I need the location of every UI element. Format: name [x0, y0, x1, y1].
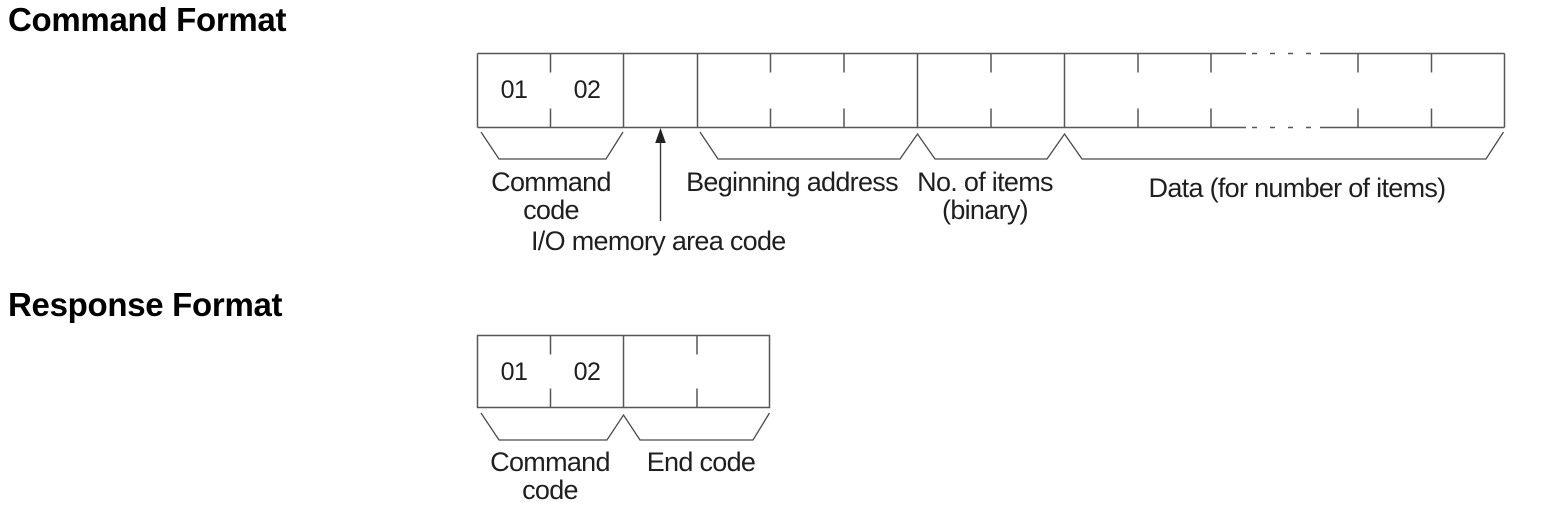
io-memory-arrow	[655, 128, 666, 221]
command-byte2-value: 02	[573, 76, 601, 104]
response-byte-box	[476, 334, 771, 409]
response-command-code-label: Command code	[490, 447, 610, 505]
command-byte-box	[476, 52, 1506, 129]
end-code-label: End code	[646, 447, 756, 477]
response-field-braces	[480, 412, 771, 441]
nibble-ticks	[549, 53, 1433, 128]
command-code-label: Command code	[491, 167, 611, 225]
command-field-braces	[480, 131, 1505, 160]
command-code-brace	[480, 131, 624, 160]
nibble-ticks	[549, 335, 698, 408]
response-byte2-value: 02	[573, 358, 601, 386]
response-format-heading: Response Format	[8, 286, 283, 323]
address-items-data-brace	[699, 131, 1505, 160]
response-code-endcode-brace	[480, 412, 771, 441]
io-memory-area-code-label: I/O memory area code	[531, 226, 786, 256]
command-byte1-value: 01	[500, 76, 528, 104]
beginning-address-label: Beginning address	[686, 167, 898, 197]
command-format-heading: Command Format	[8, 1, 287, 38]
response-byte1-value: 01	[500, 358, 528, 386]
no-of-items-label: No. of items (binary)	[917, 167, 1053, 225]
data-label: Data (for number of items)	[1148, 173, 1447, 203]
